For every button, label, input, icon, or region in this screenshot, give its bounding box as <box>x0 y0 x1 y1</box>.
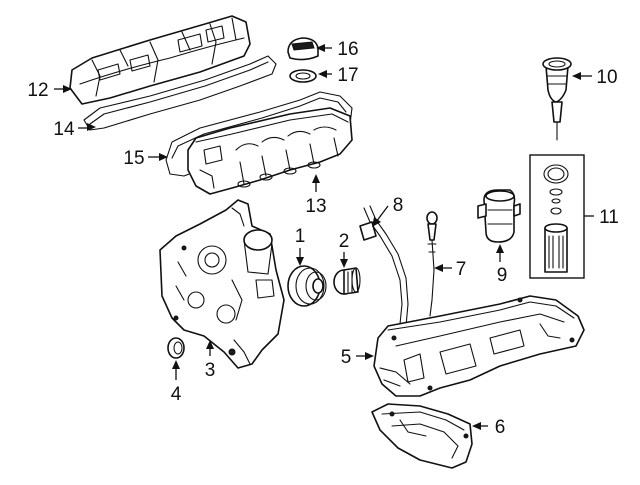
oil-pan-upper-part <box>373 295 585 397</box>
callout-15: 15 <box>123 148 144 169</box>
filter-housing-part <box>477 189 521 243</box>
dipstick-tube-part <box>359 205 409 332</box>
callout-4: 4 <box>171 384 182 405</box>
callout-5: 5 <box>341 347 352 368</box>
callout-12: 12 <box>27 80 48 101</box>
callout-10: 10 <box>596 67 617 88</box>
callout-7: 7 <box>456 259 467 280</box>
callout-2: 2 <box>339 231 350 252</box>
timing-cover-part <box>159 199 285 369</box>
damper-hub-part <box>333 267 361 295</box>
callout-11: 11 <box>599 207 619 228</box>
engine-cover-part <box>69 15 251 105</box>
callout-6: 6 <box>495 417 506 438</box>
oil-pan-lower-part <box>371 403 473 469</box>
callout-labels: 1 2 3 4 5 6 7 8 9 10 11 12 13 14 15 16 1… <box>27 39 618 438</box>
filter-kit-box-part <box>529 154 585 279</box>
callout-8: 8 <box>393 195 404 216</box>
callout-13: 13 <box>305 196 326 217</box>
front-seal-part <box>167 337 185 359</box>
filter-cap-part <box>542 57 572 141</box>
callout-9: 9 <box>497 265 508 286</box>
seal-ring-part <box>289 69 317 83</box>
dipstick-part <box>426 211 438 317</box>
callout-16: 16 <box>337 39 358 60</box>
leader-lines <box>54 44 594 430</box>
pulley-part <box>287 265 327 307</box>
callout-1: 1 <box>295 226 306 247</box>
filler-cap-part <box>287 37 319 61</box>
callout-14: 14 <box>53 119 75 140</box>
callout-17: 17 <box>337 65 358 86</box>
cover-gasket-part <box>83 55 277 131</box>
callout-3: 3 <box>205 360 216 381</box>
valve-cover-part <box>187 107 353 195</box>
